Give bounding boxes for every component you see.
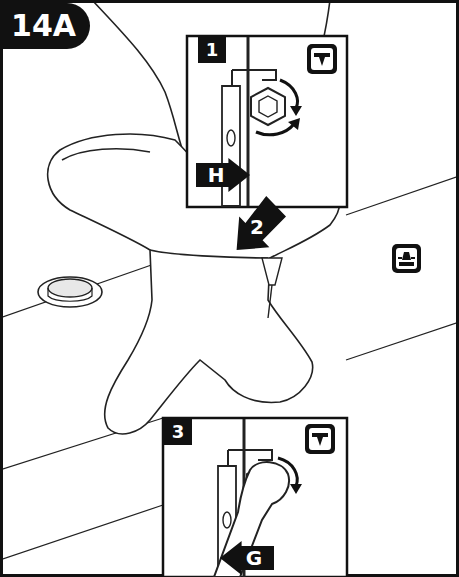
pivot-rod-part <box>262 258 282 318</box>
part-arrow-text: G <box>246 548 262 568</box>
step-arrow-text: 2 <box>250 217 264 237</box>
inset-panel-3 <box>163 418 347 577</box>
callout-number: 3 <box>164 419 192 445</box>
step-badge-text: 14A <box>11 11 76 41</box>
drain-stopper <box>38 277 102 307</box>
callout-number: 1 <box>198 37 226 63</box>
step-badge: 14A <box>3 3 90 49</box>
part-arrow: G <box>220 541 274 575</box>
part-arrow-text: H <box>208 165 225 185</box>
callout-number-text: 1 <box>206 41 219 59</box>
inset-panel-1 <box>187 36 347 207</box>
step-arrow: 2 <box>234 196 286 250</box>
callout-number-text: 3 <box>172 423 185 441</box>
part-arrow: H <box>196 158 250 192</box>
faucet-icon <box>392 244 421 273</box>
